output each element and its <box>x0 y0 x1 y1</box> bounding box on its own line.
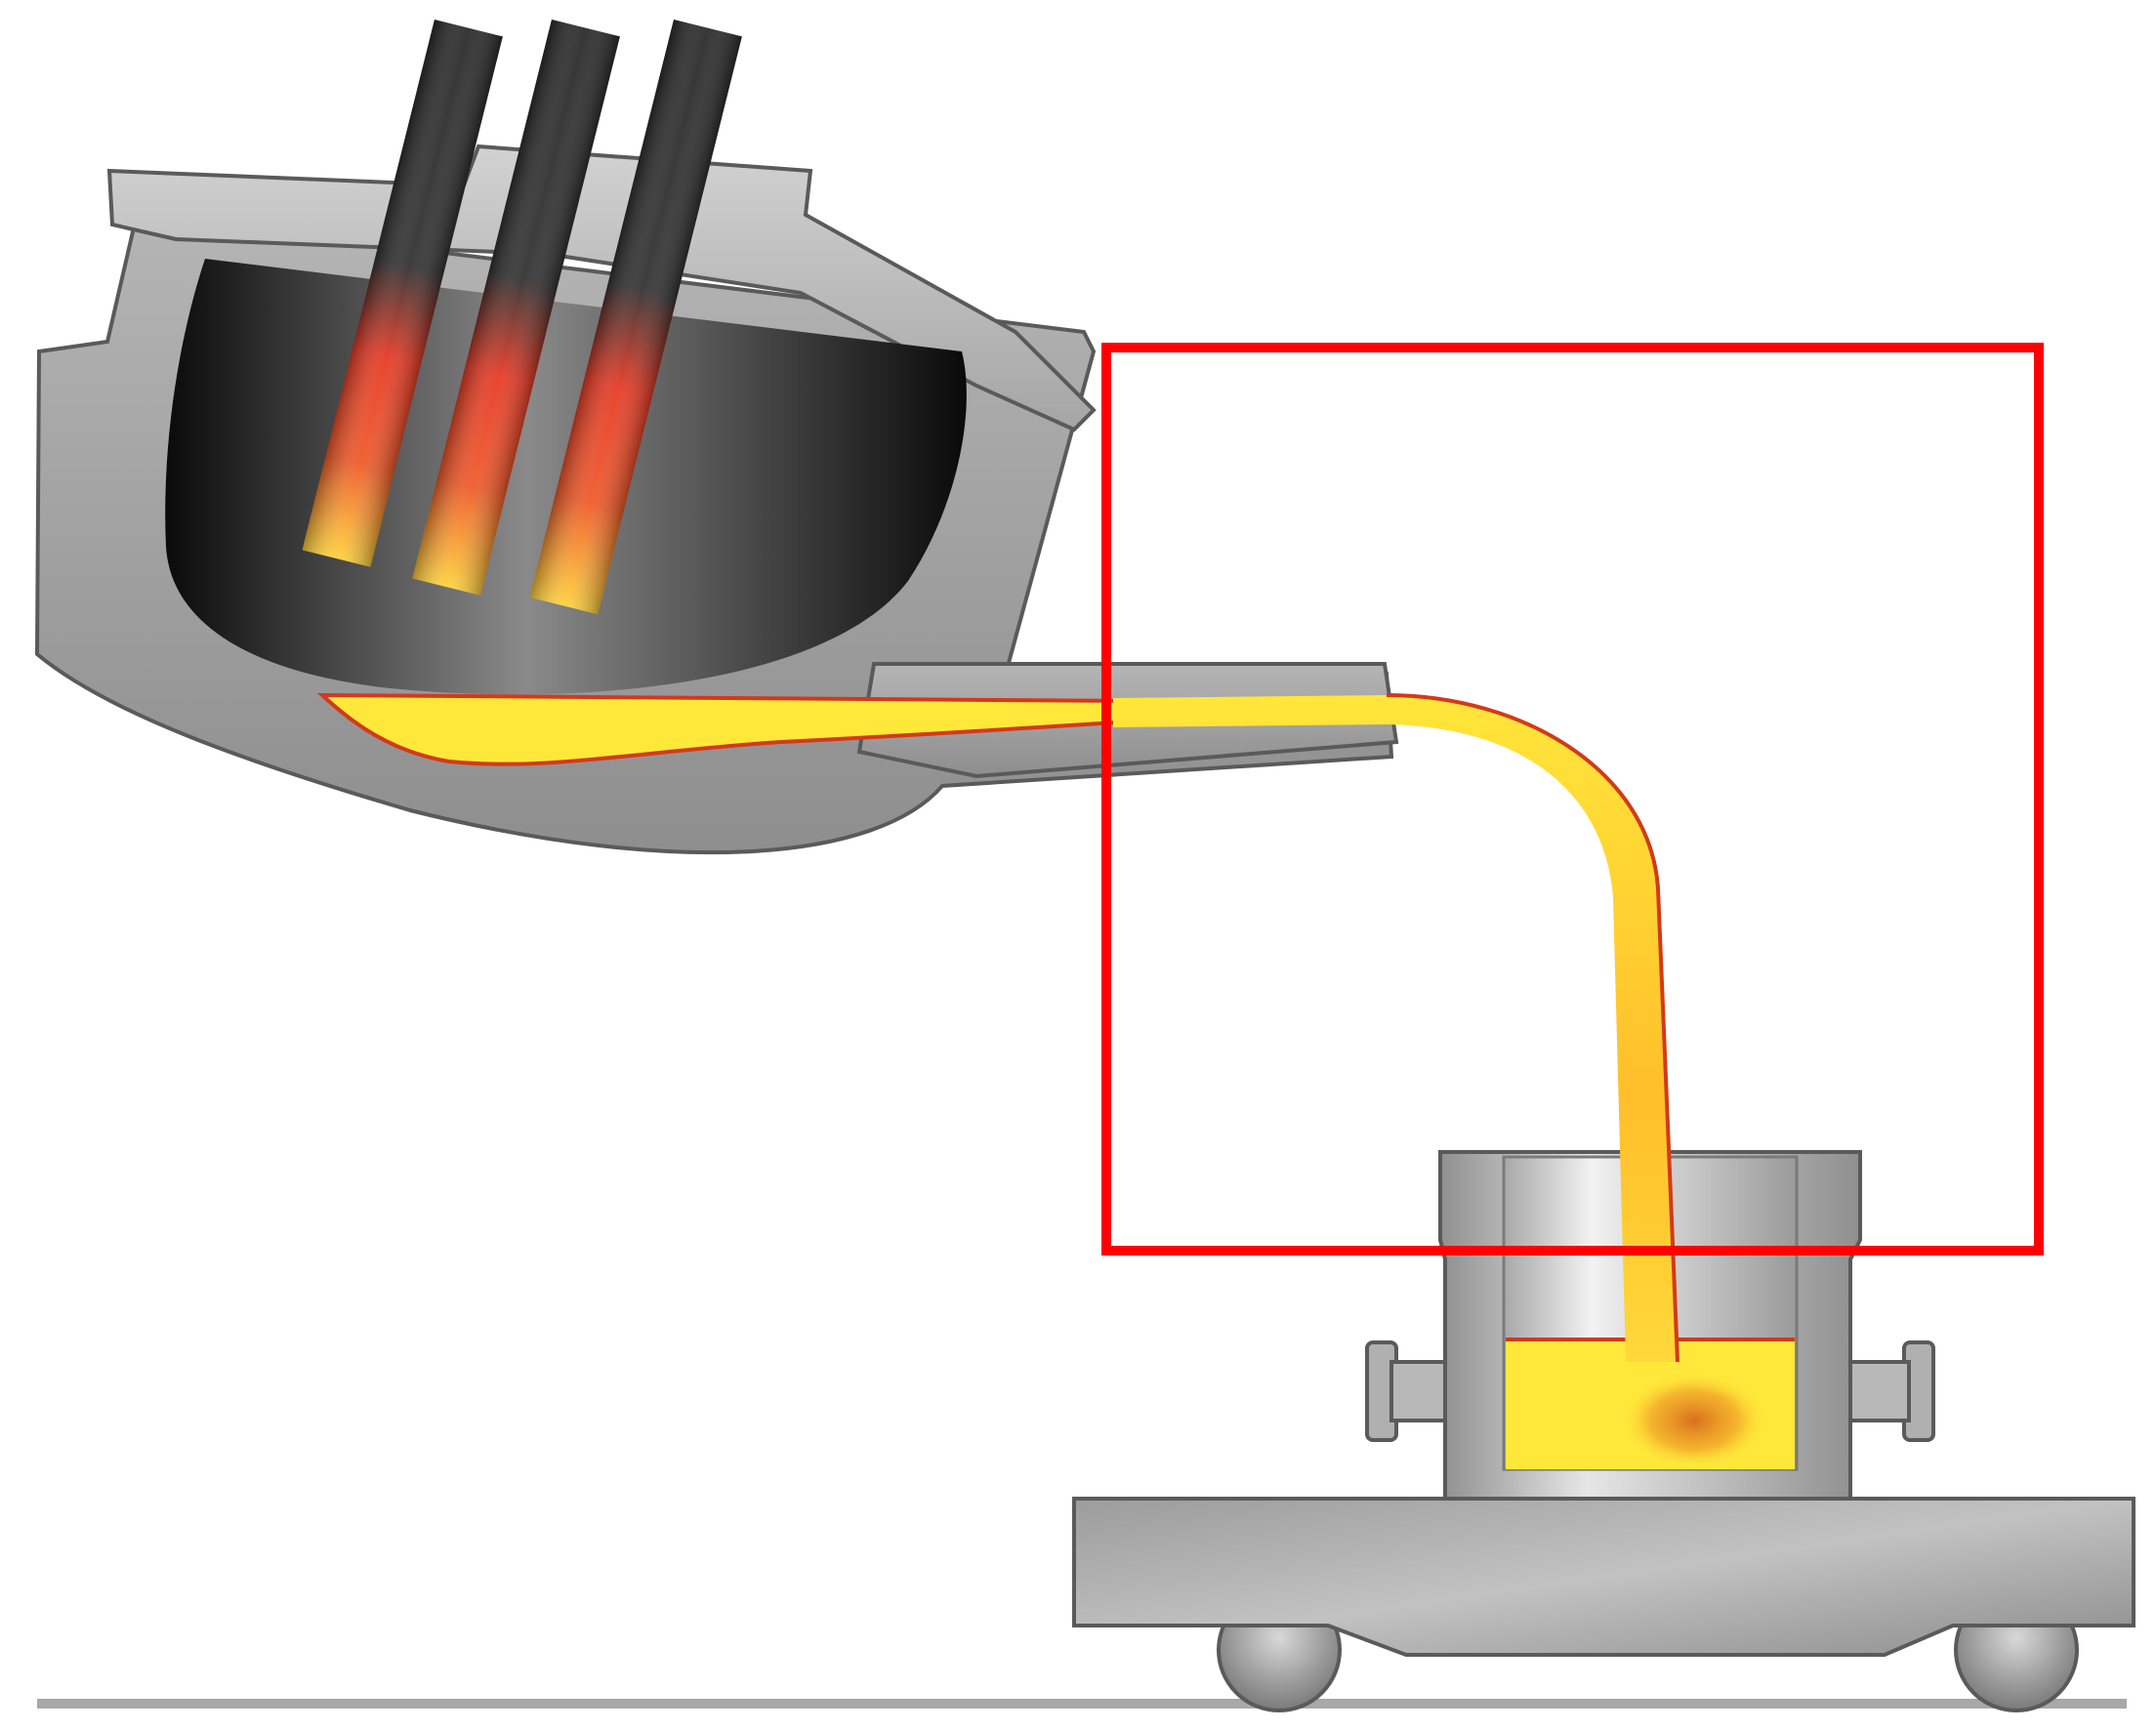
rail-car-icon <box>1072 1497 2135 1657</box>
pour-stream-edge <box>1386 693 1679 1363</box>
molten-splash-spot <box>1621 1372 1767 1469</box>
transfer-car <box>1072 1497 2135 1712</box>
molten-steel-stream <box>1113 693 1679 1363</box>
electrode-1 <box>302 20 503 567</box>
floor-rail <box>37 1699 2127 1709</box>
rail-line-icon <box>37 1699 2127 1709</box>
graphite-electrodes <box>302 20 742 615</box>
electric-arc-furnace <box>34 144 1407 855</box>
highlight-box <box>1101 343 2044 1256</box>
electrode-2 <box>412 20 620 596</box>
electrode-3 <box>529 20 742 615</box>
